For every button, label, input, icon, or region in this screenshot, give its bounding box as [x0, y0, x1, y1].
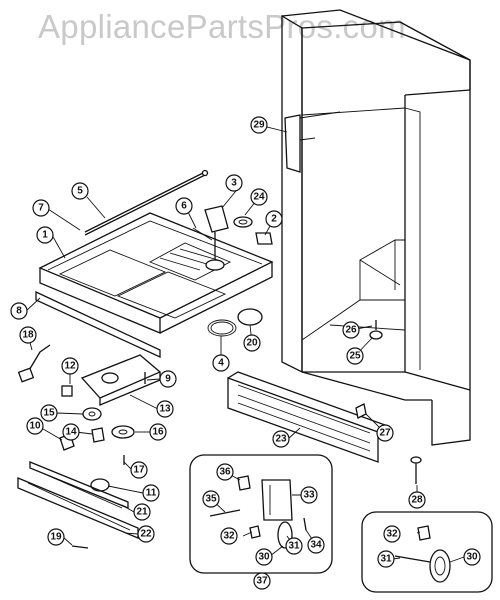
callout-27-label: 27 [379, 428, 391, 439]
callout-13: 13 [156, 400, 174, 418]
callout-18: 18 [19, 326, 37, 344]
callout-25-label: 25 [349, 351, 361, 362]
callout-17: 17 [130, 461, 148, 479]
callout-37-label: 37 [256, 576, 268, 587]
callout-27: 27 [376, 424, 394, 442]
callout-19: 19 [47, 528, 65, 546]
callout-21: 21 [133, 503, 151, 521]
callout-9-label: 9 [165, 374, 171, 385]
drain-tray [38, 212, 274, 334]
callout-11: 11 [142, 484, 160, 502]
callout-26-label: 26 [345, 325, 357, 336]
callout-29-label: 29 [253, 120, 265, 131]
callout-3-label: 3 [231, 178, 237, 189]
callout-36: 36 [216, 463, 234, 481]
callout-31-small-kit-label: 31 [380, 554, 392, 565]
callout-31-small-kit: 31 [377, 550, 395, 568]
callout-33: 33 [300, 486, 318, 504]
fasteners-right [355, 320, 422, 484]
callout-14: 14 [62, 423, 80, 441]
callout-30: 30 [255, 548, 273, 566]
callout-36-label: 36 [219, 467, 231, 478]
callout-37: 37 [253, 572, 271, 590]
insulation-strip [284, 111, 341, 173]
damper-control [192, 205, 229, 271]
callout-33-label: 33 [303, 490, 315, 501]
callout-14-label: 14 [65, 427, 77, 438]
callout-26: 26 [342, 321, 360, 339]
callout-9: 9 [159, 370, 177, 388]
small-kit-box [361, 511, 493, 593]
callout-16-label: 16 [152, 427, 164, 438]
callout-22-label: 22 [140, 529, 152, 540]
callout-5-label: 5 [77, 186, 83, 197]
callout-20-label: 20 [246, 338, 258, 349]
defrost-heater [17, 461, 139, 539]
watermark: AppliancePartsPros.com [38, 8, 406, 45]
callout-7-label: 7 [38, 203, 44, 214]
callout-5: 5 [71, 182, 89, 200]
callout-30-small-kit-label: 30 [466, 552, 478, 563]
callout-3: 3 [225, 174, 243, 192]
callout-15: 15 [40, 404, 58, 422]
callout-6: 6 [175, 197, 193, 215]
callout-11-label: 11 [146, 488, 157, 499]
callout-30-small-kit: 30 [463, 548, 481, 566]
callout-23-label: 23 [275, 434, 287, 445]
callout-24: 24 [250, 188, 268, 206]
cabinet-body [281, 9, 471, 446]
callout-8-label: 8 [16, 306, 22, 317]
base-plate [35, 290, 161, 359]
callout-34: 34 [307, 536, 325, 554]
callout-32-small-kit-label: 32 [386, 529, 398, 540]
callout-8: 8 [10, 302, 28, 320]
callout-18-label: 18 [22, 330, 34, 341]
callout-31: 31 [285, 537, 303, 555]
callout-16: 16 [149, 423, 167, 441]
callout-28: 28 [408, 491, 426, 509]
callout-30-label: 30 [258, 552, 270, 563]
callout-19-label: 19 [50, 532, 62, 543]
callout-31-label: 31 [288, 541, 300, 552]
callout-34-label: 34 [310, 540, 322, 551]
callout-29: 29 [250, 116, 268, 134]
callout-32-label: 32 [223, 531, 235, 542]
callout-21-label: 21 [136, 507, 148, 518]
callout-25: 25 [346, 347, 364, 365]
callout-6-label: 6 [181, 201, 187, 212]
screws [71, 372, 146, 549]
callout-4: 4 [212, 354, 230, 372]
callout-12-label: 12 [64, 361, 76, 372]
callout-15-label: 15 [43, 408, 55, 419]
bracket-assembly [61, 354, 162, 406]
callout-35: 35 [202, 490, 220, 508]
callout-23: 23 [272, 430, 290, 448]
callout-10-label: 10 [29, 421, 41, 432]
callout-10: 10 [26, 417, 44, 435]
callout-22: 22 [137, 525, 155, 543]
callout-2-label: 2 [271, 214, 277, 225]
rod [84, 169, 209, 236]
callout-12: 12 [61, 357, 79, 375]
callout-13-label: 13 [159, 404, 171, 415]
callout-35-label: 35 [205, 494, 217, 505]
callout-7: 7 [32, 199, 50, 217]
callout-4-label: 4 [218, 358, 224, 369]
callout-17-label: 17 [133, 465, 145, 476]
roller-kit-box [189, 454, 333, 574]
callout-32-small-kit: 32 [383, 525, 401, 543]
callout-32: 32 [220, 527, 238, 545]
callout-28-label: 28 [411, 495, 423, 506]
toe-grille [227, 371, 387, 463]
callout-1-label: 1 [42, 230, 48, 241]
seal-rings [233, 216, 273, 245]
callout-2: 2 [265, 210, 283, 228]
heater [17, 344, 51, 383]
callout-24-label: 24 [253, 192, 265, 203]
callout-20: 20 [243, 334, 261, 352]
clamp-and-disc [207, 308, 263, 337]
callout-1: 1 [36, 226, 54, 244]
